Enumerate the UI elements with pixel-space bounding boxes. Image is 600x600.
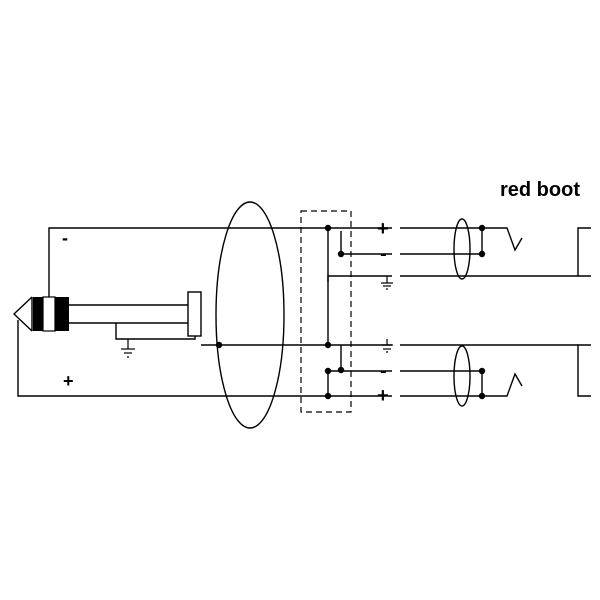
lower-mono-jack xyxy=(577,344,591,397)
cable-shield-loop xyxy=(215,201,285,429)
upper-split xyxy=(324,224,392,345)
stereo-plug xyxy=(12,291,202,337)
upper-mono-jack xyxy=(577,227,591,277)
plug-tip xyxy=(12,296,33,332)
upper-output-cable xyxy=(400,218,591,280)
plug-ring-1 xyxy=(33,297,43,331)
plug-plus-label: + xyxy=(63,371,74,391)
upper-minus-label: - xyxy=(380,243,387,265)
plug-ring-2 xyxy=(55,297,69,331)
lower-shield-loop xyxy=(453,345,471,407)
ground-icon xyxy=(381,276,393,290)
plug-minus-label: - xyxy=(62,228,68,248)
ground-icon xyxy=(121,339,135,358)
ground-icon xyxy=(381,339,393,353)
diagram-title: red boot xyxy=(500,179,580,201)
lower-minus-label: - xyxy=(380,360,387,382)
upper-plus-label: + xyxy=(377,218,389,240)
lower-split xyxy=(324,341,392,400)
plug-wires xyxy=(17,227,392,397)
lower-output-cable xyxy=(400,344,591,407)
lower-plus-label: + xyxy=(377,385,389,407)
connection-dot xyxy=(215,341,223,349)
upper-shield-loop xyxy=(453,218,471,280)
plug-body xyxy=(187,291,202,337)
split-box xyxy=(300,210,352,413)
